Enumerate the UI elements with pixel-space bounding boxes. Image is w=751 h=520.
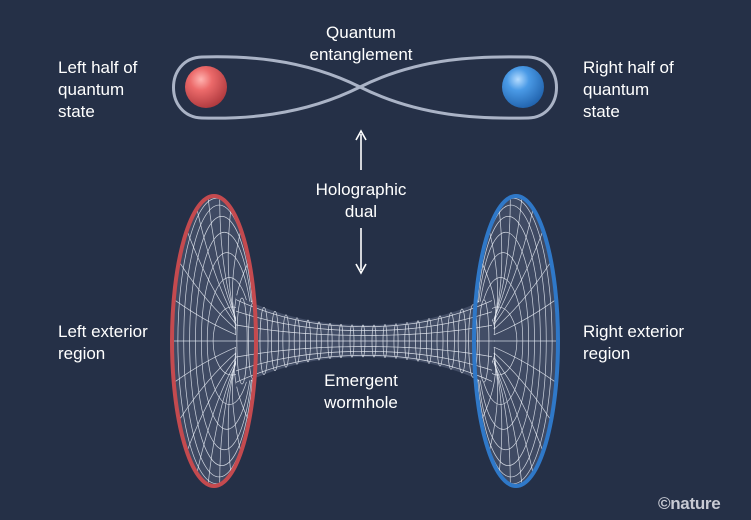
right-exterior-rim [472,194,560,488]
entanglement-loop [172,55,558,120]
left-particle [185,66,227,108]
nature-credit: ©nature [658,494,721,513]
right-mouth-mesh [474,196,558,486]
right-particle [502,66,544,108]
left-exterior-rim [170,194,258,488]
emergent-wormhole-label: Emergent wormhole [324,371,398,412]
holographic-arrow [355,129,367,275]
wormhole-surface [170,194,560,488]
quantum-entanglement-label: Quantum entanglement [309,23,413,64]
left-half-label: Left half of quantum state [58,58,138,121]
left-exterior-label: Left exterior region [58,322,148,363]
right-half-label: Right half of quantum state [583,58,674,121]
right-exterior-label: Right exterior region [583,322,685,363]
holographic-dual-label: Holographic dual [315,180,407,221]
throat-mesh [235,297,493,385]
